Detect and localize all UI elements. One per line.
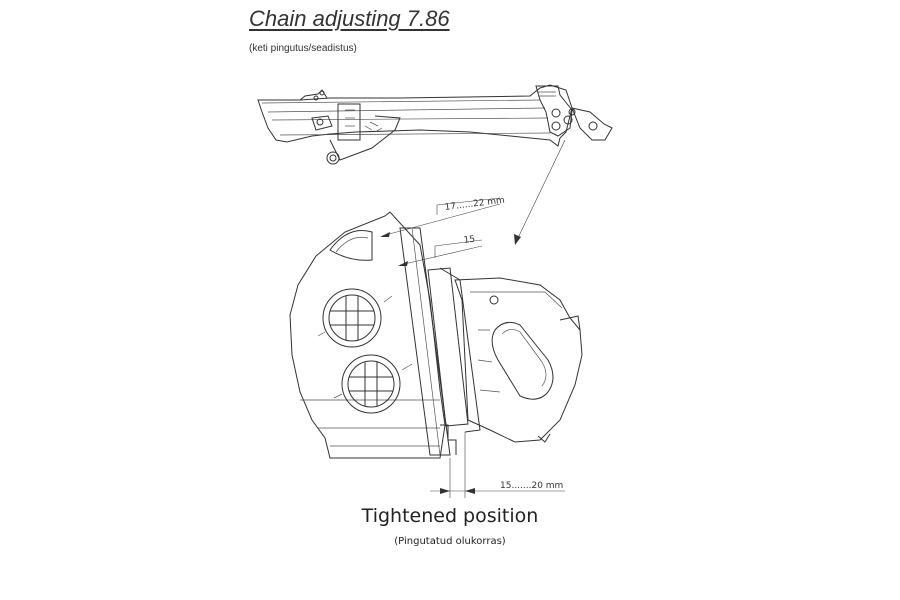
dimension-middle: 15 [398, 235, 483, 266]
dim-middle-label: 15 [463, 235, 476, 246]
caption-subtitle: (Pingutatud olukorras) [394, 536, 506, 547]
diagram-subtitle: (keti pingutus/seadistus) [249, 43, 357, 54]
diagram-title: Chain adjusting 7.86 [249, 6, 450, 31]
dimension-top: 17......22 mm [380, 196, 505, 237]
detail-view [289, 211, 583, 459]
bar-overview [257, 84, 613, 165]
dim-top-label: 17......22 mm [444, 196, 505, 213]
caption-title: Tightened position [361, 505, 539, 527]
dimension-bottom: 15.......20 mm [430, 432, 565, 498]
detail-arrow [514, 139, 566, 245]
dim-bottom-label: 15.......20 mm [500, 481, 563, 491]
